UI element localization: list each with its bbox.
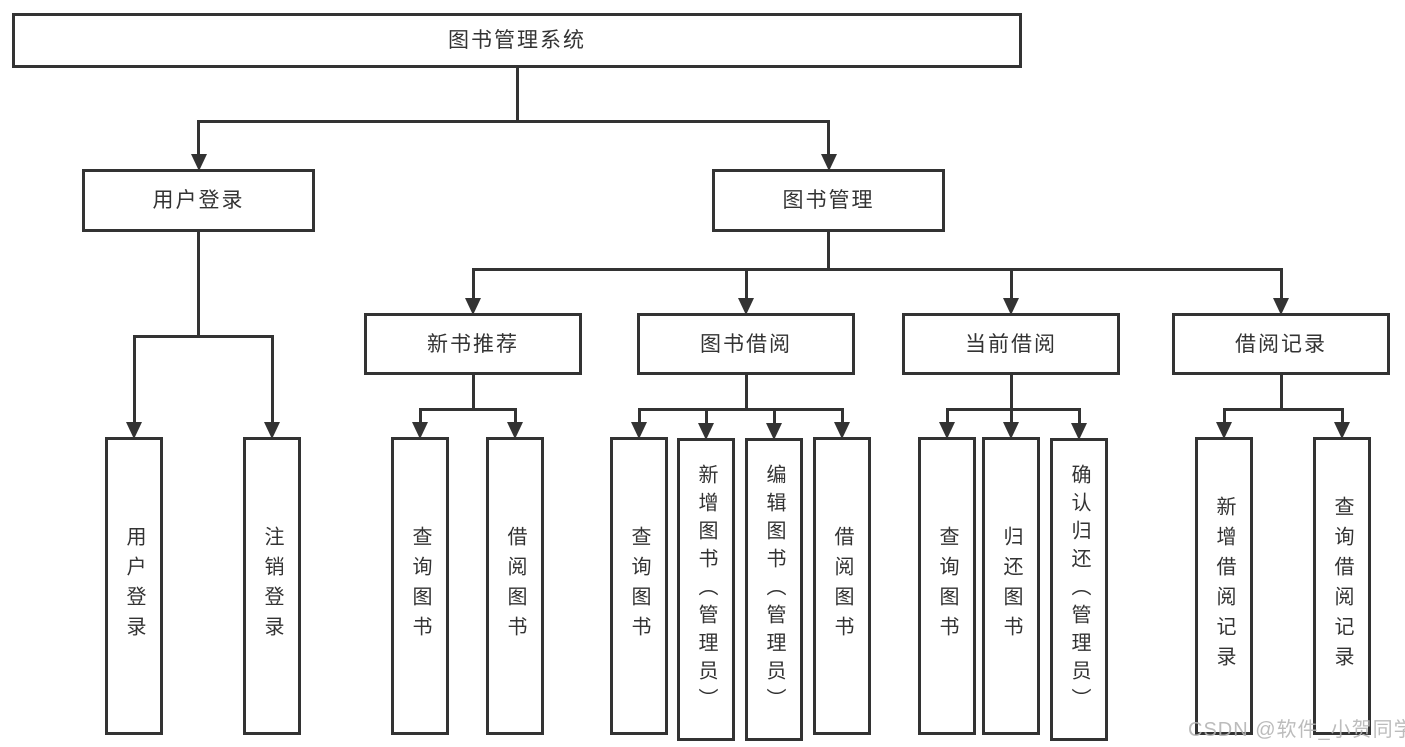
connector-line [513, 408, 517, 425]
node-label: 用户登录 [123, 526, 145, 646]
connector-line [744, 268, 748, 301]
connector-line [471, 268, 1283, 271]
arrow-down-icon [465, 298, 481, 315]
node-bb-query: 查询图书 [610, 437, 668, 735]
arrow-down-icon [1003, 422, 1019, 439]
connector-line [270, 335, 274, 425]
connector-line [772, 408, 776, 426]
arrow-down-icon [698, 423, 714, 440]
connector-line [132, 335, 136, 425]
arrow-down-icon [834, 422, 850, 439]
arrow-down-icon [264, 422, 280, 439]
node-label: 借阅图书 [831, 526, 853, 646]
node-nb-borrow: 借阅图书 [486, 437, 544, 735]
node-root: 图书管理系统 [12, 13, 1022, 68]
connector-line [471, 374, 475, 411]
node-label: 查询图书 [409, 526, 431, 646]
arrow-down-icon [738, 298, 754, 315]
node-bb-edit: 编辑图书（管理员） [745, 438, 803, 741]
node-label: 查询借阅记录 [1331, 496, 1353, 676]
connector-line [1009, 374, 1013, 411]
node-cb-confirm: 确认归还（管理员） [1050, 438, 1108, 741]
connector-line [197, 120, 200, 157]
node-user-login: 用户登录 [82, 169, 315, 232]
node-bb-borrow: 借阅图书 [813, 437, 871, 735]
node-label: 查询图书 [628, 526, 650, 646]
node-book-borrow: 图书借阅 [637, 313, 855, 375]
connector-line [704, 408, 708, 426]
arrow-down-icon [1216, 422, 1232, 439]
connector-line [132, 335, 274, 338]
node-label: 当前借阅 [965, 332, 1057, 356]
arrow-down-icon [766, 423, 782, 440]
connector-line [418, 408, 422, 425]
node-label: 编辑图书（管理员） [763, 463, 785, 716]
node-nb-query: 查询图书 [391, 437, 449, 735]
node-label: 新增图书（管理员） [695, 463, 717, 716]
arrow-down-icon [190, 154, 207, 171]
connector-line [418, 408, 517, 411]
node-label: 确认归还（管理员） [1068, 463, 1090, 716]
node-book-mgmt: 图书管理 [712, 169, 945, 232]
node-br-add: 新增借阅记录 [1195, 437, 1253, 735]
node-borrow-record: 借阅记录 [1172, 313, 1390, 375]
connector-line [1340, 408, 1344, 425]
arrow-down-icon [1003, 298, 1019, 315]
connector-line [471, 268, 475, 301]
node-label: 用户登录 [152, 189, 245, 212]
connector-line [637, 408, 844, 411]
node-br-query: 查询借阅记录 [1313, 437, 1371, 735]
node-label: 借阅记录 [1235, 332, 1327, 356]
node-cb-query: 查询图书 [918, 437, 976, 735]
arrow-down-icon [939, 422, 955, 439]
node-label: 新增借阅记录 [1213, 496, 1235, 676]
node-label: 新书推荐 [427, 332, 519, 356]
connector-line [1222, 408, 1344, 411]
node-label: 图书管理 [782, 189, 875, 212]
connector-line [744, 374, 748, 411]
connector-line [1077, 408, 1081, 426]
connector-line [197, 120, 830, 123]
node-label: 查询图书 [936, 526, 958, 646]
arrow-down-icon [412, 422, 428, 439]
connector-line [840, 408, 844, 425]
arrow-down-icon [126, 422, 142, 439]
node-new-book: 新书推荐 [364, 313, 582, 375]
connector-line [515, 67, 519, 123]
arrow-down-icon [1334, 422, 1350, 439]
arrow-down-icon [507, 422, 523, 439]
node-cb-return: 归还图书 [982, 437, 1040, 735]
connector-line [945, 408, 949, 425]
arrow-down-icon [1071, 423, 1087, 440]
connector-line [1279, 374, 1283, 411]
node-label: 归还图书 [1000, 526, 1022, 646]
node-logout: 注销登录 [243, 437, 301, 735]
arrow-down-icon [820, 154, 837, 171]
node-current-borrow: 当前借阅 [902, 313, 1120, 375]
node-login: 用户登录 [105, 437, 163, 735]
arrow-down-icon [631, 422, 647, 439]
connector-line [1009, 268, 1013, 301]
connector-line [1009, 408, 1013, 425]
connector-line [1279, 268, 1283, 301]
connector-line [827, 231, 830, 271]
node-label: 图书借阅 [700, 332, 792, 356]
node-bb-add: 新增图书（管理员） [677, 438, 735, 741]
connector-line [197, 231, 200, 338]
connector-line [1222, 408, 1226, 425]
connector-line [827, 120, 830, 157]
connector-line [637, 408, 641, 425]
node-label: 注销登录 [261, 526, 283, 646]
watermark: CSDN @软件_小贺同学 [1188, 719, 1405, 741]
connector-line [945, 408, 1081, 411]
node-label: 图书管理系统 [448, 29, 586, 52]
node-label: 借阅图书 [504, 526, 526, 646]
arrow-down-icon [1273, 298, 1289, 315]
